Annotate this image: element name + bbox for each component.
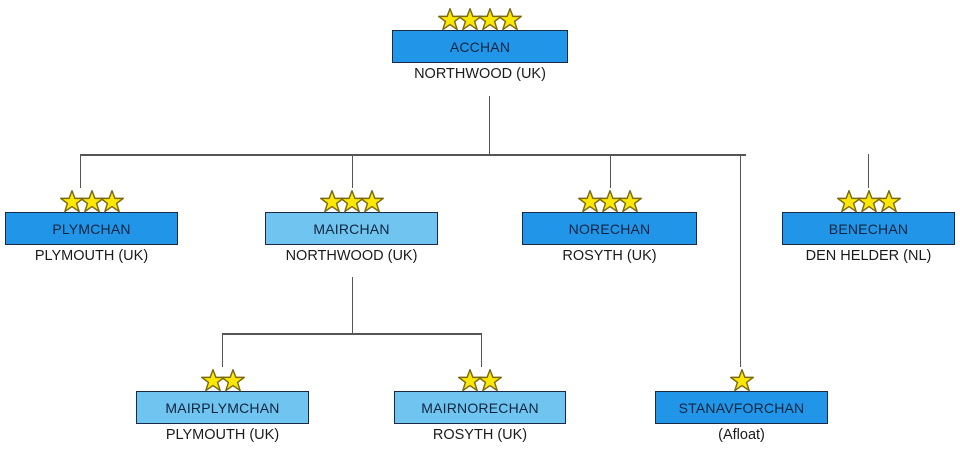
connector-drop-mairplymchan	[222, 333, 223, 367]
rank-star-icon	[856, 190, 881, 213]
rank-stars-mairchan	[319, 190, 384, 213]
connector-drop-stanavforchan	[740, 154, 741, 367]
rank-stars-stanavforchan	[729, 369, 754, 392]
node-box-norechan[interactable]: NORECHAN	[522, 212, 697, 245]
rank-star-icon	[458, 369, 482, 392]
node-subtitle-mairnorechan: ROSYTH (UK)	[432, 427, 528, 443]
rank-star-icon	[876, 190, 901, 213]
rank-stars-mairplymchan	[200, 369, 245, 392]
rank-star-icon	[59, 190, 84, 213]
connector-drop-norechan	[610, 154, 611, 188]
rank-star-icon	[438, 8, 462, 31]
node-subtitle-acchan: NORTHWOOD (UK)	[414, 66, 546, 82]
node-label-norechan: NORECHAN	[568, 220, 651, 237]
rank-star-icon	[498, 8, 522, 31]
rank-star-icon	[478, 8, 502, 31]
node-mairnorechan[interactable]: MAIRNORECHAN ROSYTH (UK)	[394, 369, 566, 443]
connector-drop-mairnorechan	[481, 333, 482, 367]
node-norechan[interactable]: NORECHAN ROSYTH (UK)	[522, 190, 697, 264]
node-box-mairplymchan[interactable]: MAIRPLYMCHAN	[136, 391, 309, 424]
rank-stars-acchan	[438, 8, 522, 31]
connector-drop-mairchan	[352, 154, 353, 188]
node-label-acchan: ACCHAN	[449, 38, 511, 55]
node-benechan[interactable]: BENECHAN DEN HELDER (NL)	[782, 190, 955, 264]
node-subtitle-plymchan: PLYMOUTH (UK)	[34, 248, 149, 264]
node-subtitle-stanavforchan: (Afloat)	[718, 427, 765, 443]
node-mairchan[interactable]: MAIRCHAN NORTHWOOD (UK)	[265, 190, 438, 264]
connector-level1-bus	[80, 154, 746, 156]
rank-star-icon	[339, 190, 364, 213]
node-label-benechan: BENECHAN	[828, 220, 909, 237]
rank-star-icon	[729, 369, 754, 392]
rank-star-icon	[200, 369, 225, 392]
rank-stars-benechan	[836, 190, 901, 213]
node-box-mairchan[interactable]: MAIRCHAN	[265, 212, 438, 245]
rank-star-icon	[220, 369, 245, 392]
rank-star-icon	[617, 190, 642, 213]
rank-stars-plymchan	[59, 190, 124, 213]
node-subtitle-mairplymchan: PLYMOUTH (UK)	[165, 427, 280, 443]
node-subtitle-norechan: ROSYTH (UK)	[562, 248, 657, 264]
node-box-plymchan[interactable]: PLYMCHAN	[5, 212, 178, 245]
node-subtitle-benechan: DEN HELDER (NL)	[805, 248, 932, 264]
rank-star-icon	[597, 190, 622, 213]
node-label-mairnorechan: MAIRNORECHAN	[421, 399, 539, 416]
connector-mairchan-bus	[222, 333, 482, 335]
connector-drop-benechan	[868, 154, 869, 188]
connector-drop-plymchan	[80, 154, 81, 188]
rank-star-icon	[458, 8, 482, 31]
node-label-plymchan: PLYMCHAN	[52, 220, 131, 237]
rank-star-icon	[478, 369, 502, 392]
node-label-stanavforchan: STANAVFORCHAN	[678, 399, 805, 416]
node-mairplymchan[interactable]: MAIRPLYMCHAN PLYMOUTH (UK)	[136, 369, 309, 443]
node-box-acchan[interactable]: ACCHAN	[392, 30, 568, 63]
rank-star-icon	[577, 190, 602, 213]
rank-stars-mairnorechan	[458, 369, 502, 392]
rank-star-icon	[79, 190, 104, 213]
rank-star-icon	[99, 190, 124, 213]
node-acchan[interactable]: ACCHAN NORTHWOOD (UK)	[392, 8, 568, 82]
rank-star-icon	[836, 190, 861, 213]
rank-star-icon	[319, 190, 344, 213]
node-label-mairplymchan: MAIRPLYMCHAN	[165, 399, 280, 416]
node-box-stanavforchan[interactable]: STANAVFORCHAN	[655, 391, 828, 424]
node-plymchan[interactable]: PLYMCHAN PLYMOUTH (UK)	[5, 190, 178, 264]
rank-stars-norechan	[577, 190, 642, 213]
node-box-mairnorechan[interactable]: MAIRNORECHAN	[394, 391, 566, 424]
connector-mairchan-down	[352, 277, 353, 334]
node-label-mairchan: MAIRCHAN	[313, 220, 390, 237]
node-stanavforchan[interactable]: STANAVFORCHAN (Afloat)	[655, 369, 828, 443]
node-subtitle-mairchan: NORTHWOOD (UK)	[285, 248, 418, 264]
rank-star-icon	[359, 190, 384, 213]
connector-acchan-down	[489, 96, 490, 155]
node-box-benechan[interactable]: BENECHAN	[782, 212, 955, 245]
